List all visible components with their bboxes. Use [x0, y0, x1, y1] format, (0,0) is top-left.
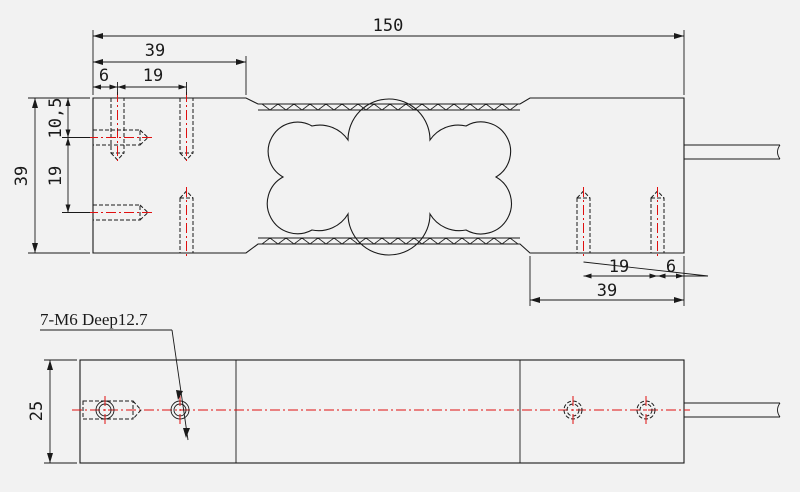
front-view: 150 39 6 19 39 — [12, 16, 781, 306]
dim-label-39-bottom: 39 — [597, 281, 617, 301]
dim-label-19-left: 19 — [143, 66, 163, 86]
dim-label-39-top: 39 — [145, 41, 165, 61]
dim-label-6-right: 6 — [666, 257, 676, 277]
dimension-right-to-cutout: 39 — [530, 281, 684, 303]
dim-label-10-5: 10,5 — [46, 98, 66, 139]
top-body-outline — [79, 359, 685, 464]
dim-label-25: 25 — [27, 401, 47, 421]
hole-note-leader: 7-M6 Deep12.7 — [40, 310, 190, 441]
dim-label-19-vertical: 19 — [46, 166, 66, 186]
top-cable — [684, 402, 781, 418]
hole-note: 7-M6 Deep12.7 — [40, 310, 148, 329]
dimension-overall-length: 150 — [92, 16, 685, 95]
tapped-hole-side-1 — [88, 129, 152, 146]
top-side-hole — [82, 396, 142, 424]
tapped-hole-right-2 — [650, 187, 665, 259]
dim-label-6-left: 6 — [99, 66, 109, 86]
top-hole-left — [170, 396, 190, 424]
top-view: 25 7-M6 Deep12.7 — [27, 310, 781, 464]
dimension-width: 25 — [27, 359, 77, 464]
top-hole-right-1 — [563, 396, 583, 424]
tapped-hole-left-top-2 — [179, 92, 194, 164]
hatch-bottom — [261, 237, 519, 245]
dimension-left-height: 39 — [12, 97, 90, 254]
dim-label-150: 150 — [373, 16, 404, 36]
dim-label-39-left: 39 — [12, 166, 32, 186]
dimension-left-holes: 6 19 — [93, 66, 187, 95]
cable — [684, 144, 781, 160]
body-outline — [92, 97, 685, 254]
tapped-hole-left-top-1 — [110, 92, 125, 164]
dimension-vertical-holes: 10,5 19 — [46, 98, 90, 213]
dimension-right-holes: 19 6 — [529, 256, 709, 306]
dimension-left-to-cutout: 39 — [93, 41, 247, 95]
dim-label-19-right: 19 — [609, 257, 629, 277]
hatch-top — [261, 103, 519, 111]
tapped-hole-side-2 — [88, 204, 152, 221]
tapped-hole-right-1 — [576, 187, 591, 259]
tapped-hole-left-bottom — [179, 187, 194, 259]
top-hole-right-2 — [636, 396, 656, 424]
binocular-cutout — [266, 98, 512, 256]
